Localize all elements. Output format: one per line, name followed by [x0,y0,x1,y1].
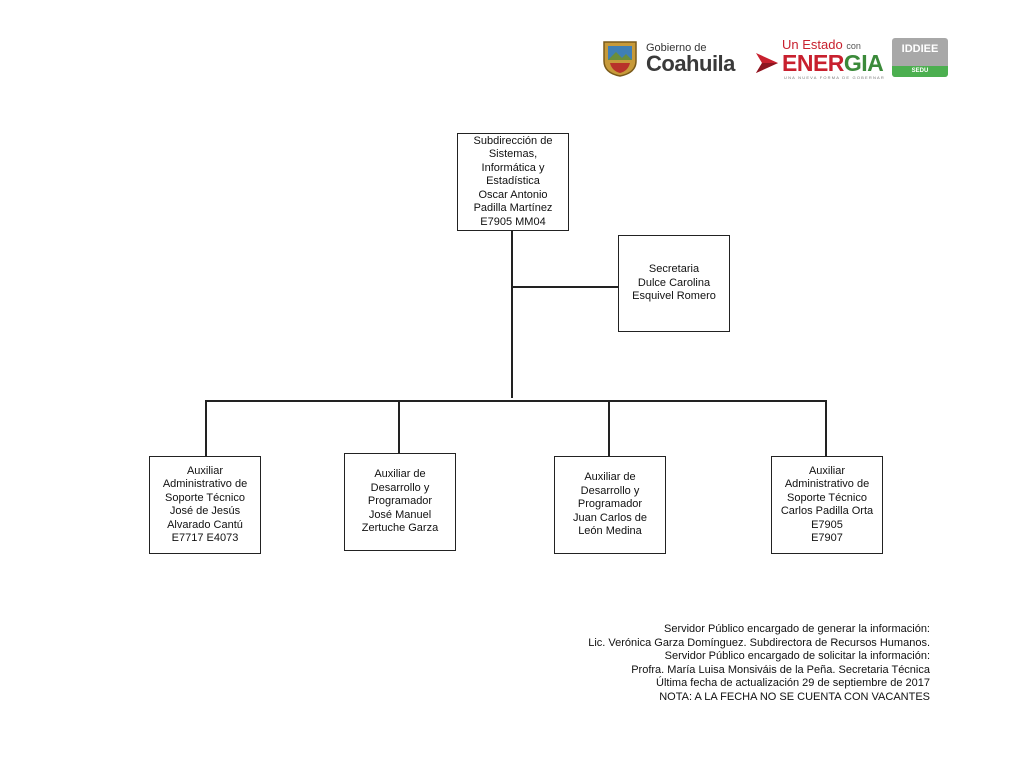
iddiee-title: IDDIEE [901,43,939,55]
footer-notes: Servidor Público encargado de generar la… [588,623,930,705]
energia-arrow-icon [756,53,778,73]
node-line: Soporte Técnico [787,491,867,504]
connector-secretary-branch [511,286,618,288]
node-line: Desarrollo y [580,484,640,497]
footer-line: Servidor Público encargado de generar la… [664,623,930,635]
footer-line: Última fecha de actualización 29 de sept… [656,677,930,690]
node-line: Alvarado Cantú [167,518,243,531]
node-line: Sistemas, [488,148,538,161]
node-line: Desarrollo y [370,481,430,494]
connector-drop-4 [825,400,827,456]
node-line: E7905 [811,518,843,531]
node-line: Soporte Técnico [165,491,245,504]
org-node-auxiliar-desarrollo-1: Auxiliar de Desarrollo y Programador Jos… [344,453,456,551]
org-node-subdireccion: Subdirección de Sistemas, Informática y … [457,133,569,231]
node-line: Dulce Carolina [637,276,711,289]
node-line: E7905 MM04 [480,215,546,228]
logo-energia-tagline: UNA NUEVA FORMA DE GOBERNAR [784,75,886,80]
connector-drop-1 [205,400,207,456]
org-node-auxiliar-desarrollo-2: Auxiliar de Desarrollo y Programador Jua… [554,456,666,554]
node-line: Estadística [486,175,540,188]
footer-line: Servidor Público encargado de solicitar … [664,650,930,663]
node-line: Oscar Antonio [478,188,548,201]
footer-line: Lic. Verónica Garza Domínguez. Subdirect… [588,636,930,649]
connector-horizontal-bar [205,400,827,402]
connector-head-trunk [511,231,513,398]
connector-drop-3 [608,400,610,456]
node-line: José de Jesús [169,505,241,517]
node-line: Padilla Martínez [473,202,553,215]
org-node-auxiliar-soporte-1: Auxiliar Administrativo de Soporte Técni… [149,456,261,554]
iddiee-logo: IDDIEE SEDU [892,38,948,77]
node-line: Programador [577,498,643,511]
logo-gobierno-label: Gobierno de [646,42,707,54]
node-line: Auxiliar de [374,468,426,481]
node-line: Zertuche Garza [361,522,439,535]
node-line: Carlos Padilla Orta [780,505,874,517]
node-line: Auxiliar de [584,471,636,484]
node-line: Administrativo de [162,478,248,490]
node-line: Esquivel Romero [632,290,716,303]
node-line: Auxiliar [808,464,846,477]
node-line: E7907 [811,532,843,544]
node-line: Subdirección de [473,134,553,147]
node-line: Programador [367,495,433,508]
coahuila-shield-icon [603,41,637,77]
node-line: E7717 E4073 [171,532,239,544]
un-estado-con-energia-logo: Un Estado con ENERGIA UNA NUEVA FORMA DE… [754,37,886,81]
footer-line: NOTA: A LA FECHA NO SE CUENTA CON VACANT… [659,690,930,703]
logo-energia-label: ENERGIA [782,50,884,76]
node-line: José Manuel [368,508,432,521]
logo-coahuila-label: Coahuila [646,51,735,76]
node-line: Administrativo de [784,478,870,490]
org-node-secretaria: Secretaria Dulce Carolina Esquivel Romer… [618,235,730,332]
node-line: León Medina [578,525,642,538]
node-line: Informática y [481,161,545,174]
connector-drop-2 [398,400,400,453]
org-node-auxiliar-soporte-2: Auxiliar Administrativo de Soporte Técni… [771,456,883,554]
footer-line: Profra. María Luisa Monsiváis de la Peña… [631,663,930,676]
gobierno-coahuila-logo: Gobierno de Coahuila [602,38,742,80]
node-line: Secretaria [648,263,700,276]
node-line: Juan Carlos de [573,511,647,524]
logo-un-estado-label: Un Estado con [782,37,861,52]
node-line: Auxiliar [186,464,224,477]
iddiee-subtitle: SEDU [892,66,948,77]
